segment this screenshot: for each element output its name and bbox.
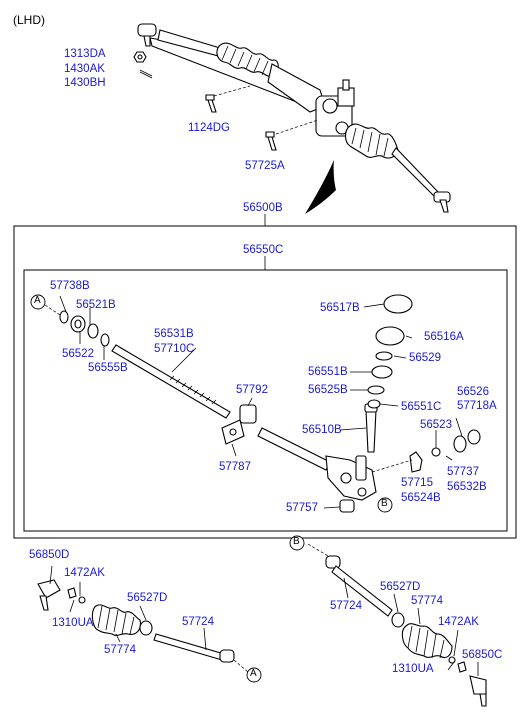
callout-a-letter-bottom: A	[250, 668, 257, 679]
part-label-56527D-right[interactable]: 56527D	[380, 581, 421, 593]
part-label-56555B[interactable]: 56555B	[88, 362, 128, 374]
callout-a-letter: A	[34, 295, 41, 306]
part-label-1310UA-left[interactable]: 1310UA	[52, 617, 94, 629]
part-label-57718A[interactable]: 57718A	[457, 400, 497, 412]
callout-b-letter-bottom: B	[293, 536, 300, 547]
callout-b-letter: B	[381, 498, 388, 509]
inner-assembly-parts	[44, 294, 481, 513]
bottom-right-tie-rod	[307, 543, 487, 707]
part-label-56529[interactable]: 56529	[409, 352, 441, 364]
part-label-56532B[interactable]: 56532B	[447, 481, 487, 493]
part-label-56531B[interactable]: 56531B	[154, 328, 194, 340]
callout-b-circle	[377, 497, 393, 513]
top-steering-gear-assembly	[133, 23, 451, 213]
part-label-57757[interactable]: 57757	[286, 502, 318, 514]
part-label-1472AK-left[interactable]: 1472AK	[64, 567, 105, 579]
part-label-56521B[interactable]: 56521B	[76, 299, 116, 311]
part-label-57787[interactable]: 57787	[219, 461, 251, 473]
part-label-57725A[interactable]: 57725A	[245, 160, 285, 172]
part-label-57738B[interactable]: 57738B	[50, 280, 90, 292]
part-label-56516A[interactable]: 56516A	[424, 331, 464, 343]
part-label-1124DG[interactable]: 1124DG	[188, 122, 230, 134]
part-label-56525B[interactable]: 56525B	[308, 384, 348, 396]
direction-arrow	[305, 160, 336, 214]
part-label-57710C[interactable]: 57710C	[154, 343, 195, 355]
part-label-1430AK[interactable]: 1430AK	[64, 63, 105, 75]
part-label-57737[interactable]: 57737	[447, 466, 479, 478]
part-label-1313DA[interactable]: 1313DA	[64, 48, 106, 60]
part-label-56551C[interactable]: 56551C	[401, 401, 442, 413]
part-label-56850D[interactable]: 56850D	[29, 549, 70, 561]
part-label-56850C[interactable]: 56850C	[462, 649, 503, 661]
bottom-left-tie-rod	[37, 565, 249, 673]
part-label-56510B[interactable]: 56510B	[302, 424, 342, 436]
part-label-56523[interactable]: 56523	[420, 419, 452, 431]
callout-b-circle-bottom	[289, 535, 305, 551]
part-label-56517B[interactable]: 56517B	[320, 302, 360, 314]
part-label-56526[interactable]: 56526	[457, 386, 489, 398]
part-label-56551B[interactable]: 56551B	[308, 366, 348, 378]
callout-a-circle-bottom	[246, 667, 262, 683]
part-label-1310UA-right[interactable]: 1310UA	[392, 663, 434, 675]
part-label-57792[interactable]: 57792	[236, 384, 268, 396]
part-label-57715[interactable]: 57715	[401, 477, 433, 489]
part-label-56527D-left[interactable]: 56527D	[127, 592, 168, 604]
subassembly-frame	[23, 269, 508, 532]
part-label-1472AK-right[interactable]: 1472AK	[438, 616, 479, 628]
variant-label: (LHD)	[13, 13, 45, 27]
part-label-56550C[interactable]: 56550C	[243, 244, 284, 256]
part-label-57774-left[interactable]: 57774	[104, 644, 136, 656]
part-label-57774-right[interactable]: 57774	[411, 595, 443, 607]
part-label-57724-left[interactable]: 57724	[182, 616, 214, 628]
part-label-56500B[interactable]: 56500B	[243, 202, 283, 214]
part-label-1430BH[interactable]: 1430BH	[64, 77, 106, 89]
part-label-57724-right[interactable]: 57724	[330, 600, 362, 612]
part-label-56522[interactable]: 56522	[62, 348, 94, 360]
callout-a-circle	[30, 294, 46, 310]
part-label-56524B[interactable]: 56524B	[401, 492, 441, 504]
